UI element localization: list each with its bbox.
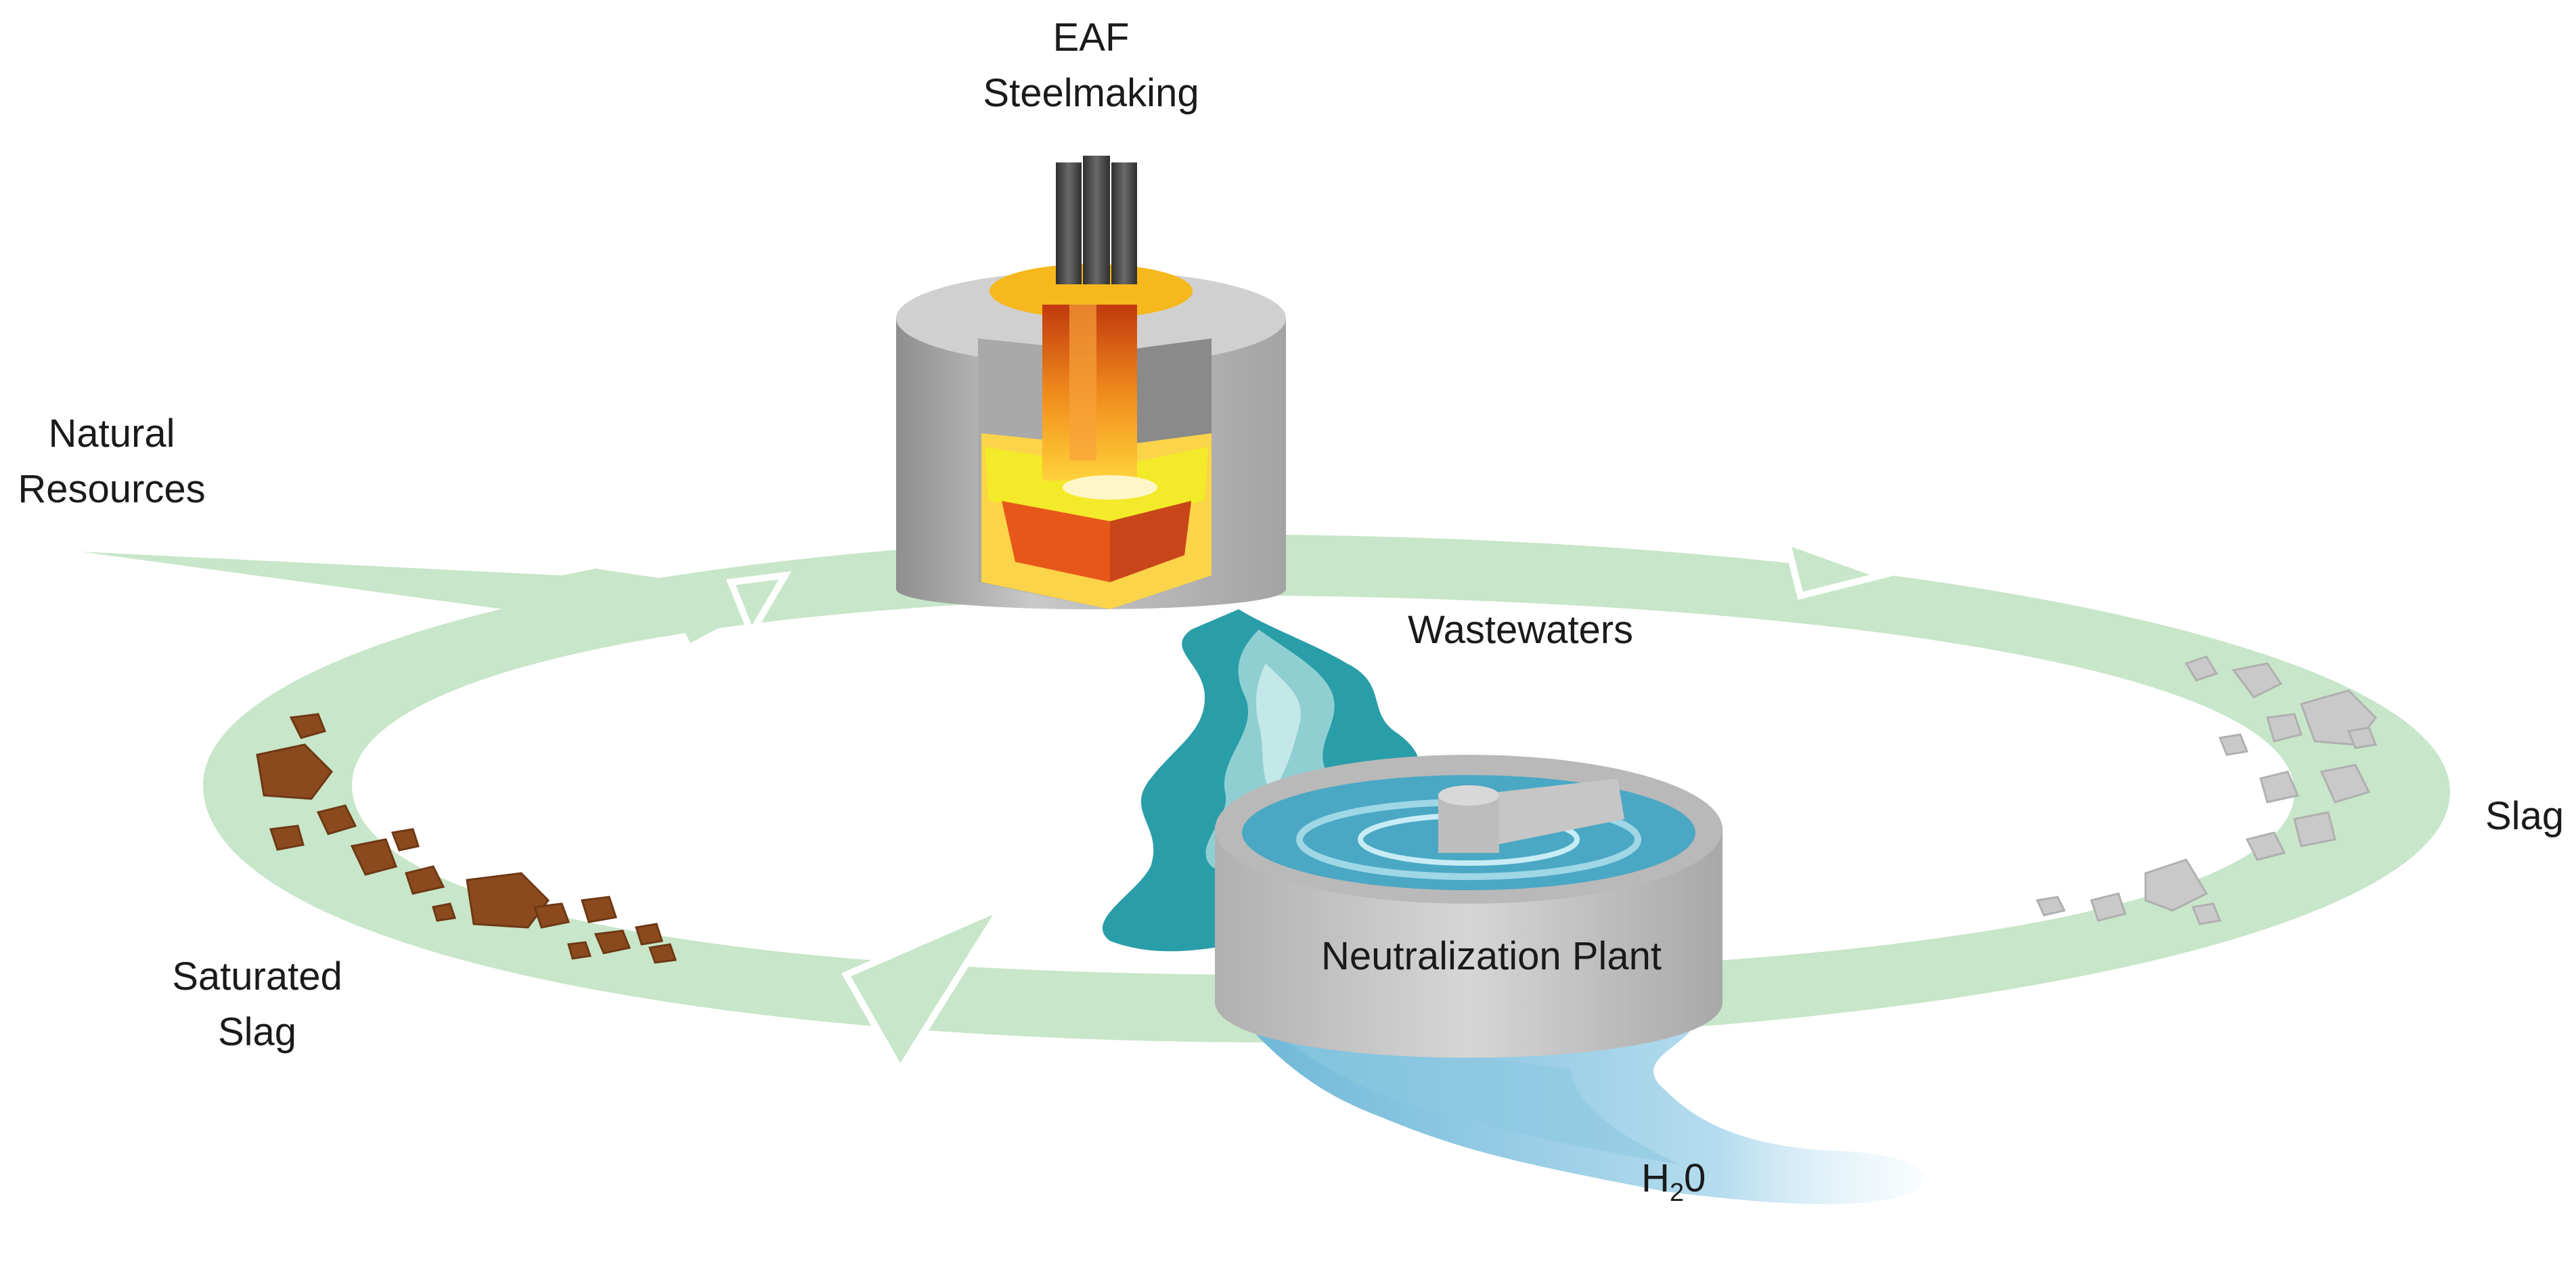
neutralization-tank-icon xyxy=(1215,755,1723,1058)
neutralization-plant-label: Neutralization Plant xyxy=(1321,934,1662,978)
saturated-label-line1: Saturated xyxy=(172,954,342,998)
slag-rocks-icon xyxy=(2035,655,2378,925)
cycle-arrowheads xyxy=(726,536,1894,1076)
clean-water-stream-icon xyxy=(1239,1015,1925,1204)
eaf-steelmaking-label: EAF Steelmaking xyxy=(956,10,1226,121)
saturated-slag-label: Saturated Slag xyxy=(162,949,352,1060)
eaf-label-line2: Steelmaking xyxy=(983,71,1199,115)
wastewaters-label: Wastewaters xyxy=(1408,608,1634,652)
natural-label-line2: Resources xyxy=(18,467,206,511)
natural-resources-label: Natural Resources xyxy=(14,406,210,517)
saturated-slag-rocks-icon xyxy=(256,713,678,964)
slag-label: Slag xyxy=(2485,794,2564,838)
water-label: H20 xyxy=(1641,1151,1706,1221)
saturated-label-line2: Slag xyxy=(217,1010,297,1054)
eaf-furnace-icon xyxy=(896,156,1286,609)
water-label-o: 0 xyxy=(1684,1156,1706,1200)
natural-label-line1: Natural xyxy=(48,412,175,456)
water-label-h: H xyxy=(1641,1156,1670,1200)
eaf-label-line1: EAF xyxy=(1052,16,1130,60)
natural-resources-arrow xyxy=(81,552,778,643)
water-label-subscript: 2 xyxy=(1669,1179,1685,1207)
